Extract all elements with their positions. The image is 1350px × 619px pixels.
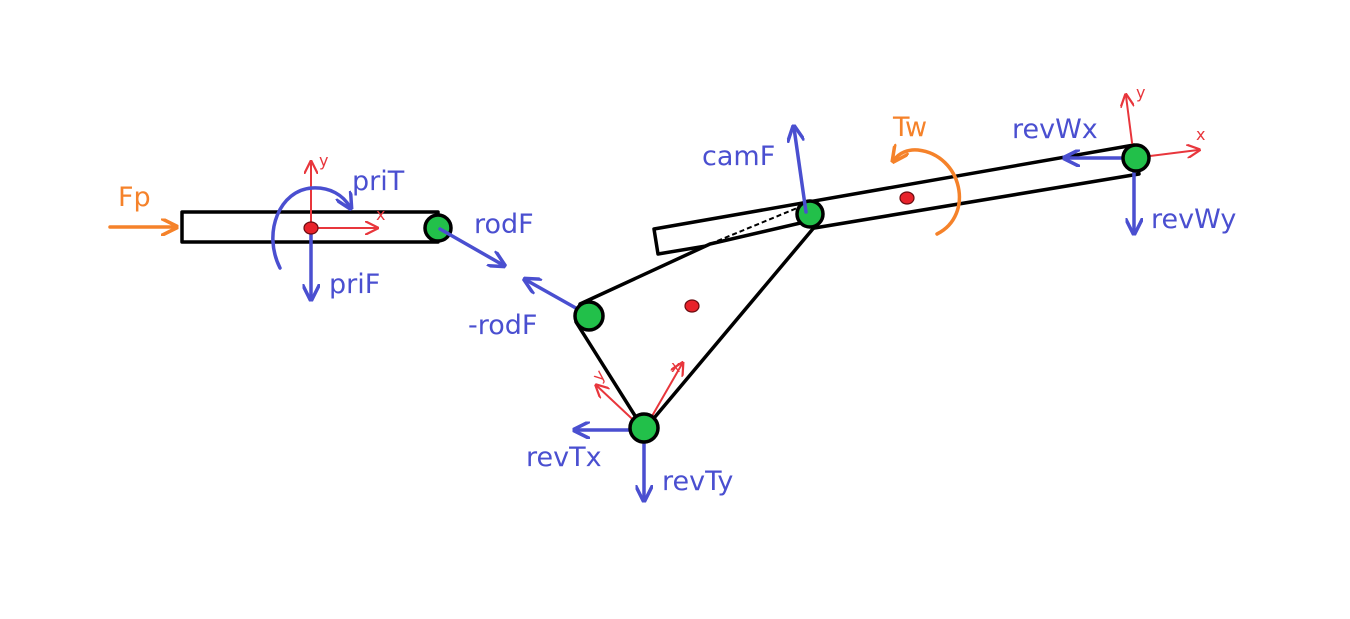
neg-rodf-label: -rodF — [468, 310, 537, 341]
triangle-x-label: x — [671, 357, 680, 376]
wing-x-label: x — [1196, 125, 1205, 144]
prit-label: priT — [352, 166, 405, 197]
wing-pivot-joint — [1121, 143, 1151, 173]
wing-forces: camF Tw x y revWx revWy — [702, 83, 1236, 236]
cam-joint — [795, 199, 825, 229]
revty-label: revTy — [662, 466, 733, 497]
tw-label: Tw — [892, 112, 927, 143]
camf-label: camF — [702, 141, 775, 172]
wing-y-label: y — [1136, 83, 1145, 102]
rodf-arrow — [438, 227, 503, 265]
triangle-rod-joint — [573, 300, 605, 332]
prismatic-rod-joint — [423, 213, 453, 243]
fp-label: Fp — [118, 182, 151, 213]
rodf-label: rodF — [474, 209, 534, 240]
prismatic-com — [303, 221, 319, 235]
revwy-label: revWy — [1151, 204, 1236, 235]
triangle-link: x y revTx revTy -rodF — [468, 216, 824, 499]
triangle-body — [574, 216, 824, 432]
revtx-label: revTx — [526, 442, 602, 473]
camf-arrow — [794, 128, 808, 214]
prismatic-link: Fp x y priT priF rodF — [108, 151, 534, 300]
wing-link — [652, 143, 1141, 256]
prif-label: priF — [329, 269, 380, 300]
prismatic-y-label: y — [319, 151, 328, 170]
wing-bar — [652, 143, 1141, 256]
revwx-label: revWx — [1012, 114, 1098, 145]
triangle-com — [684, 299, 700, 313]
prismatic-x-label: x — [376, 205, 385, 224]
wing-com — [899, 191, 915, 205]
triangle-ground-joint — [628, 412, 660, 444]
cam-contact-line — [709, 205, 803, 245]
prit-torque-arrow — [271, 186, 350, 270]
tw-torque-arrow — [894, 150, 962, 236]
